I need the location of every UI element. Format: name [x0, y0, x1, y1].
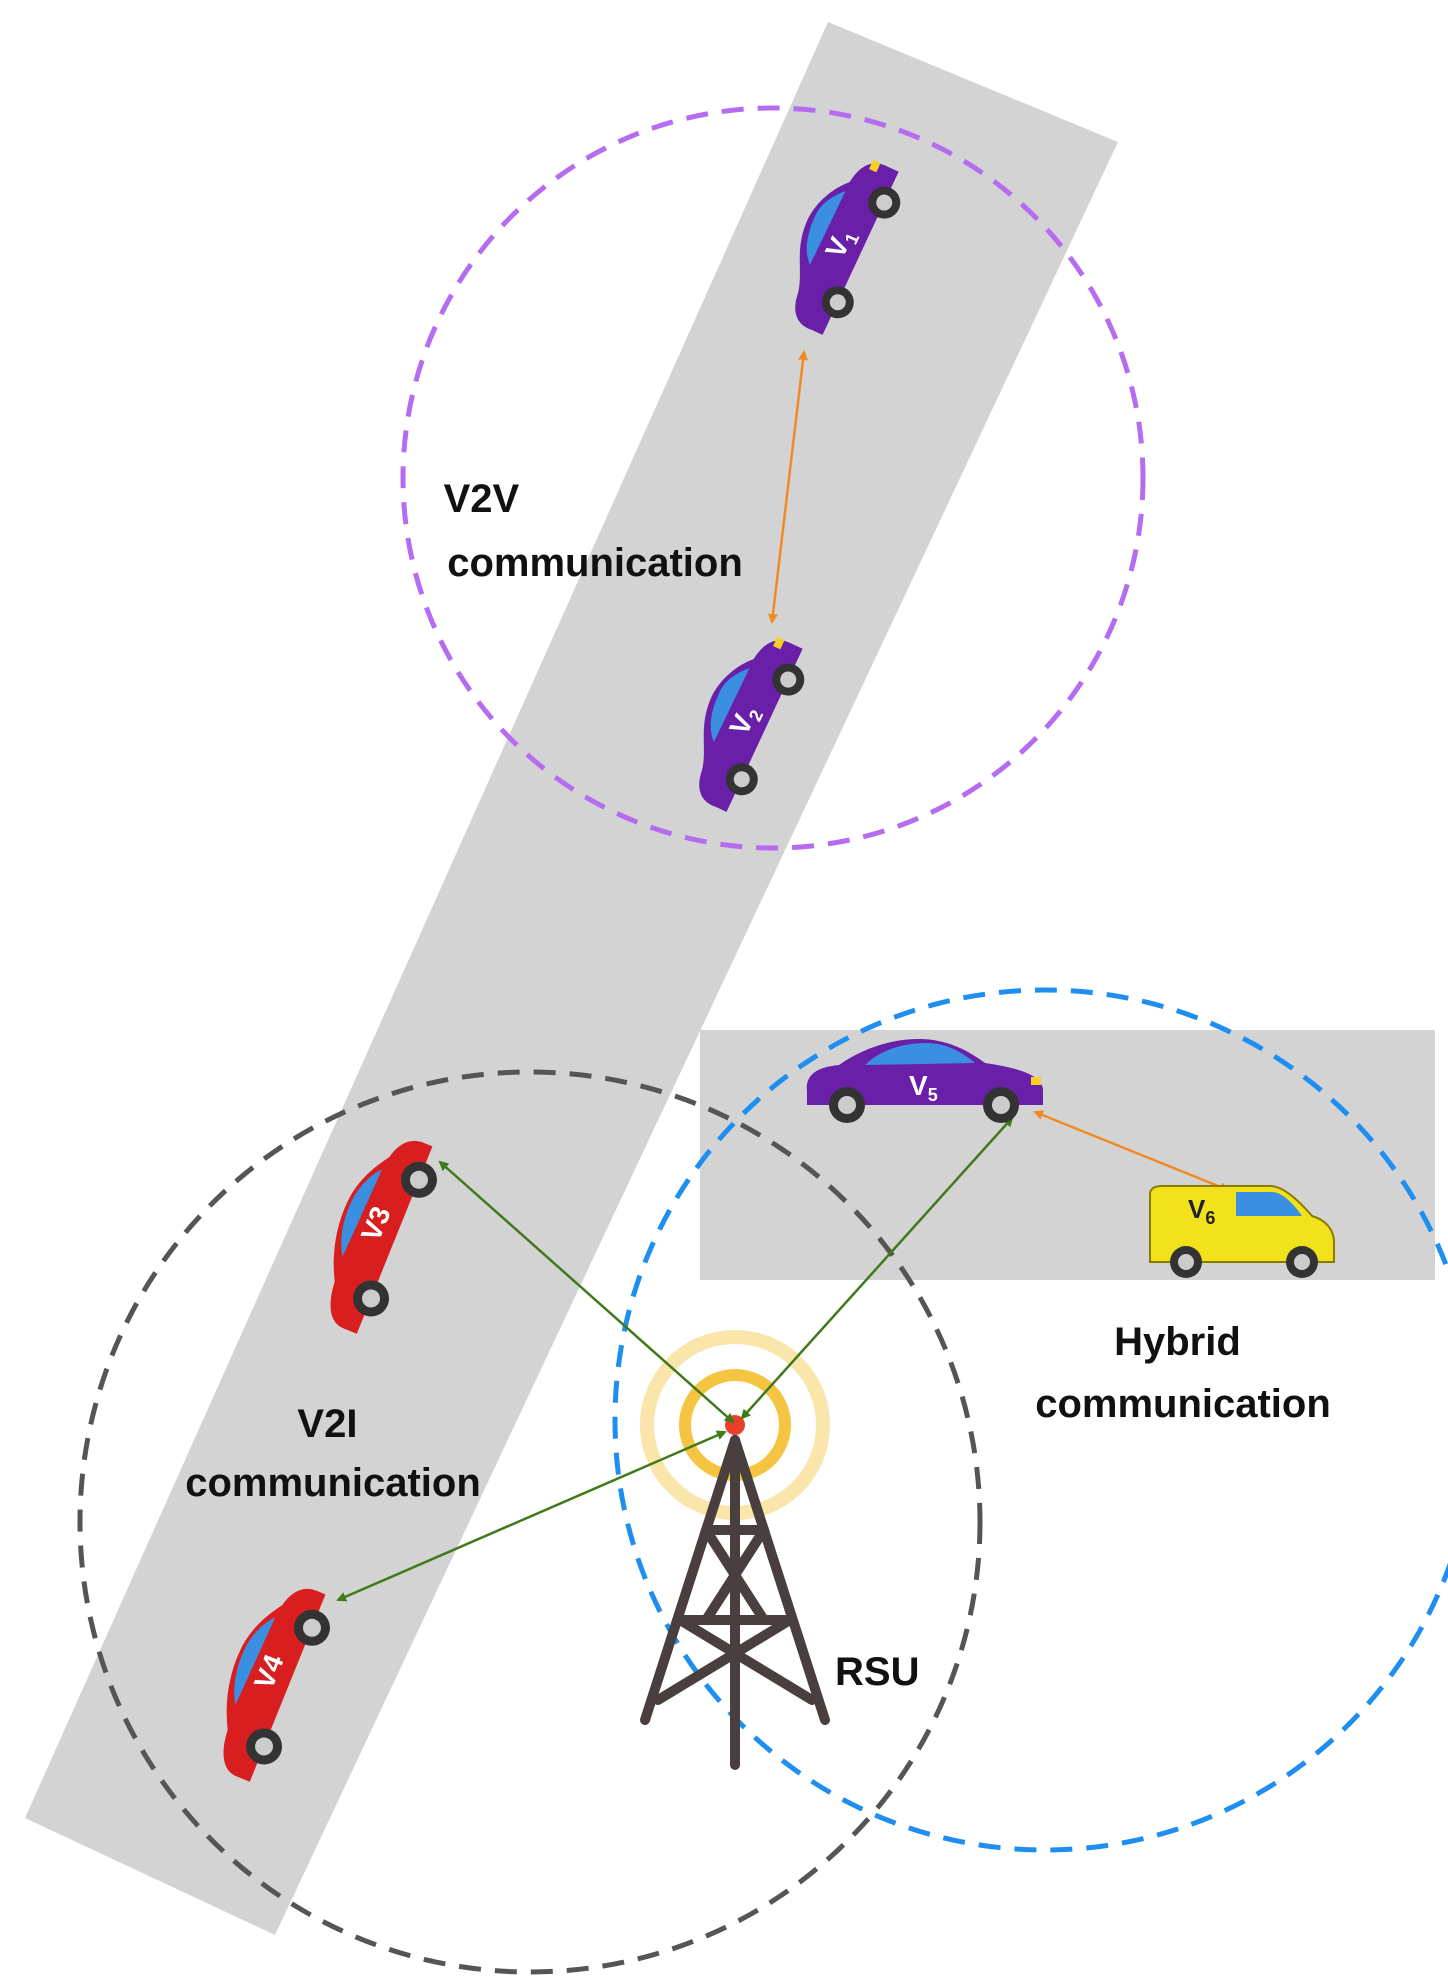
vehicle-v2: V2 — [699, 636, 805, 812]
link-rsu-v4 — [336, 1430, 727, 1602]
link-v1-v2 — [767, 350, 809, 624]
hybrid-label: Hybrid communication — [1035, 1320, 1331, 1426]
v2i-range-circle — [77, 1069, 983, 1975]
link-v5-v6 — [1033, 1110, 1230, 1192]
vehicle-v5-label: V5 — [909, 1070, 938, 1105]
vehicle-v5: V5 — [806, 1039, 1043, 1123]
vehicle-v6: V6 — [1149, 1185, 1335, 1278]
diagonal-road — [25, 22, 1118, 1935]
vehicle-v1: V1 — [795, 159, 901, 335]
v2v-label: V2V communication — [444, 477, 743, 585]
rsu-tower — [640, 1330, 830, 1770]
vehicle-v6-label: V6 — [1188, 1194, 1215, 1228]
link-rsu-v5 — [740, 1116, 1014, 1420]
links — [336, 350, 1230, 1602]
v2i-label: V2I communication — [185, 1402, 481, 1505]
rsu-label: RSU — [835, 1650, 919, 1694]
v2v-range-circle — [400, 105, 1146, 851]
vehicle-v3: V3 — [330, 1140, 437, 1334]
link-rsu-v3 — [438, 1160, 735, 1424]
vehicle-v4: V4 — [223, 1588, 330, 1782]
